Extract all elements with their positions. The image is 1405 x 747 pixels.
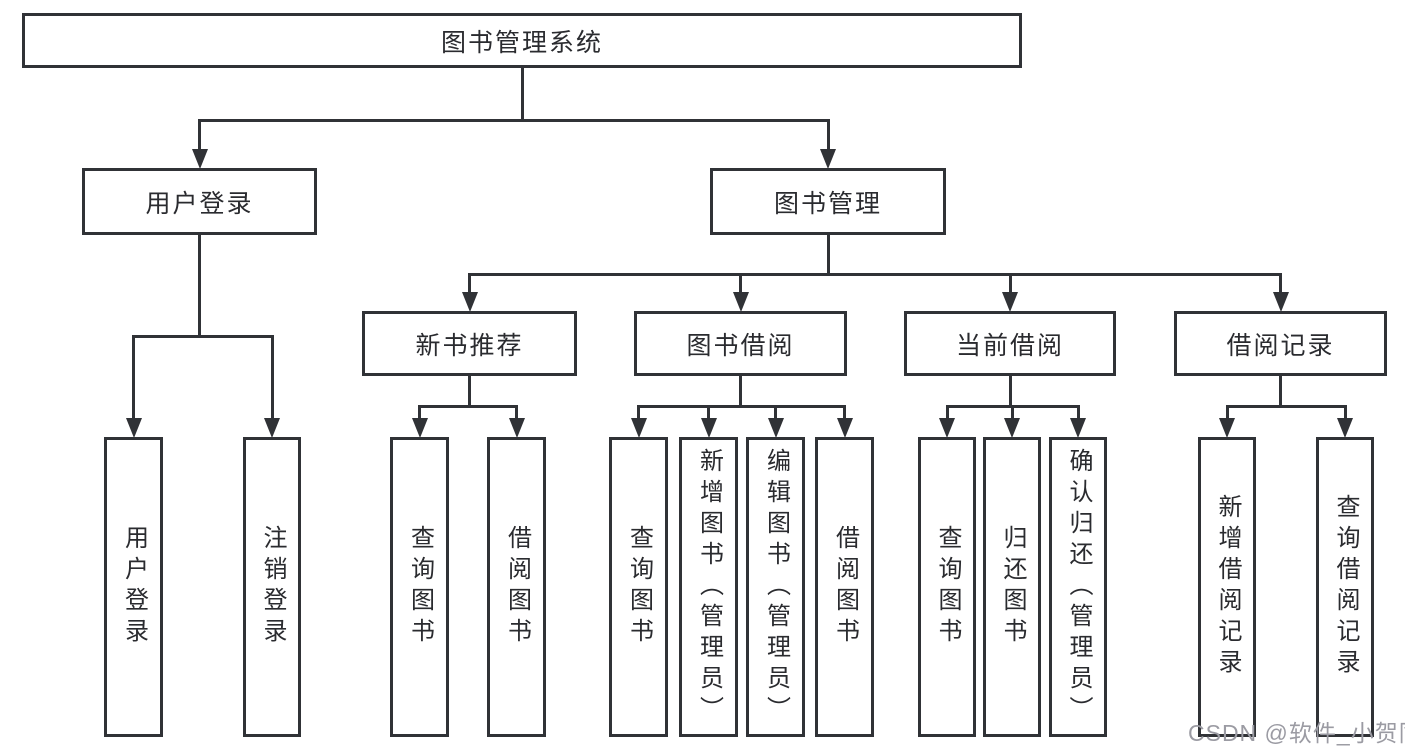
node-recd-add: 新增借阅记录: [1198, 437, 1256, 737]
arrowhead-icon: [939, 418, 955, 438]
connector-line: [198, 119, 830, 122]
connector-line: [1076, 405, 1080, 422]
connector-line: [1008, 376, 1012, 408]
connector-line: [1279, 376, 1282, 408]
node-book-mgmt: 图书管理: [710, 168, 946, 235]
arrowhead-icon: [191, 149, 208, 169]
node-bor-add: 新增图书（管理员）: [679, 437, 738, 737]
connector-line: [826, 235, 830, 276]
arrowhead-icon: [1004, 418, 1020, 438]
arrowhead-icon: [1219, 418, 1235, 438]
connector-line: [1279, 273, 1282, 296]
node-cur-search: 查询图书: [918, 437, 976, 737]
connector-line: [637, 405, 640, 422]
connector-line: [843, 405, 846, 422]
connector-line: [1225, 405, 1347, 408]
connector-line: [198, 119, 201, 153]
node-user-login-grp: 用户登录: [82, 168, 317, 235]
arrowhead-icon: [461, 292, 478, 312]
node-bor-edit: 编辑图书（管理员）: [746, 437, 805, 737]
arrowhead-icon: [630, 418, 647, 438]
arrowhead-icon: [820, 149, 836, 169]
node-rec-borrow: 借阅图书: [487, 437, 546, 737]
arrowhead-icon: [508, 418, 525, 438]
arrowhead-icon: [125, 418, 142, 438]
node-cur-return: 归还图书: [983, 437, 1041, 737]
connector-line: [132, 335, 274, 338]
connector-line: [1343, 405, 1347, 422]
arrowhead-icon: [700, 418, 717, 438]
arrowhead-icon: [411, 418, 428, 438]
arrowhead-icon: [1272, 292, 1289, 312]
arrowhead-icon: [767, 418, 784, 438]
connector-line: [270, 335, 274, 422]
connector-line: [774, 405, 777, 422]
node-rec-search: 查询图书: [390, 437, 449, 737]
node-book-borrow: 图书借阅: [634, 311, 847, 376]
connector-line: [520, 68, 524, 122]
connector-line: [468, 273, 1282, 276]
arrowhead-icon: [1070, 418, 1086, 438]
arrowhead-icon: [264, 418, 280, 438]
node-recd-search: 查询借阅记录: [1316, 437, 1374, 737]
connector-line: [637, 405, 846, 408]
connector-line: [198, 235, 201, 338]
node-root: 图书管理系统: [22, 13, 1022, 68]
connector-line: [826, 119, 830, 153]
arrowhead-icon: [1337, 418, 1353, 438]
node-borrow-records: 借阅记录: [1174, 311, 1387, 376]
node-bor-borrow: 借阅图书: [815, 437, 874, 737]
connector-line: [468, 273, 471, 296]
connector-line: [707, 405, 710, 422]
connector-line: [1008, 273, 1012, 296]
node-bor-search: 查询图书: [609, 437, 668, 737]
connector-line: [515, 405, 518, 422]
connector-line: [1225, 405, 1229, 422]
watermark: CSDN @软件_小贺同学: [1188, 720, 1405, 746]
connector-line: [418, 405, 421, 422]
connector-line: [739, 376, 742, 408]
connector-line: [1010, 405, 1014, 422]
node-login: 用户登录: [104, 437, 163, 737]
arrowhead-icon: [836, 418, 853, 438]
connector-line: [132, 335, 135, 422]
node-new-book-rec: 新书推荐: [362, 311, 577, 376]
node-current-borrow: 当前借阅: [904, 311, 1116, 376]
connector-line: [418, 405, 518, 408]
node-cur-confirm: 确认归还（管理员）: [1049, 437, 1107, 737]
arrowhead-icon: [1002, 292, 1018, 312]
arrowhead-icon: [732, 292, 749, 312]
node-logout: 注销登录: [243, 437, 301, 737]
connector-line: [468, 376, 471, 408]
connector-line: [739, 273, 742, 296]
connector-line: [945, 405, 949, 422]
